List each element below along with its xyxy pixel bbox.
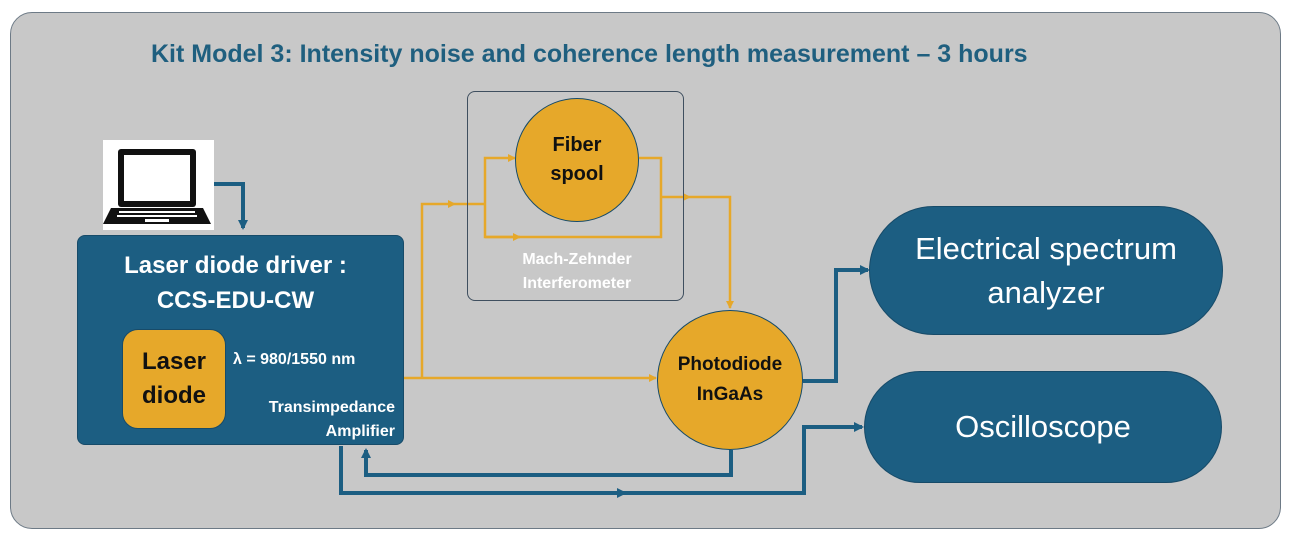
photodiode: Photodiode InGaAs [657, 310, 803, 450]
tia-label: Transimpedance Amplifier [269, 396, 395, 444]
esa-line2: analyzer [987, 274, 1105, 310]
laser-label-line1: Laser [141, 348, 207, 375]
mzi-upper-arm-out [639, 156, 663, 197]
wavelength-label: λ = 980/1550 nm [233, 351, 356, 368]
photodiode-line2: InGaAs [696, 384, 764, 405]
mzi-label: Mach-Zehnder Interferometer [487, 248, 667, 296]
mach-zehnder-box [467, 91, 684, 301]
mzi-output-line [690, 195, 734, 309]
photodiode-to-tia-line [361, 448, 733, 477]
laser-diode-box: Laser diode [122, 329, 226, 429]
laptop-icon [103, 140, 214, 230]
mzi-label-line2: Interferometer [522, 275, 632, 292]
driver-title: Laser diode driver : CCS-EDU-CW [78, 248, 393, 318]
fiber-spool: Fiber spool [515, 98, 639, 222]
laser-diode-driver: Laser diode driver : CCS-EDU-CW Laser di… [77, 235, 404, 445]
mzi-upper-arm [483, 154, 516, 204]
laser-to-mzi-line [420, 200, 456, 378]
tia-label-line1: Transimpedance [268, 399, 395, 416]
page-title: Kit Model 3: Intensity noise and coheren… [151, 40, 1028, 68]
photodiode-to-esa-line [803, 265, 870, 383]
driver-title-line2: CCS-EDU-CW [156, 287, 315, 314]
tia-to-oscilloscope-line [339, 422, 864, 495]
oscilloscope: Oscilloscope [864, 371, 1222, 483]
laser-label-line2: diode [141, 382, 206, 409]
spool-line2: spool [550, 163, 604, 185]
laptop-to-driver-line [214, 182, 248, 230]
spool-line1: Fiber [552, 134, 602, 156]
esa-line1: Electrical spectrum [915, 230, 1177, 266]
oscilloscope-label: Oscilloscope [955, 409, 1131, 444]
mzi-label-line1: Mach-Zehnder [522, 251, 632, 268]
photodiode-line1: Photodiode [677, 354, 783, 375]
mzi-lower-arm [483, 197, 663, 239]
electrical-spectrum-analyzer: Electrical spectrum analyzer [869, 206, 1223, 335]
driver-title-line1: Laser diode driver : [124, 252, 347, 279]
tia-label-line2: Amplifier [325, 423, 395, 440]
